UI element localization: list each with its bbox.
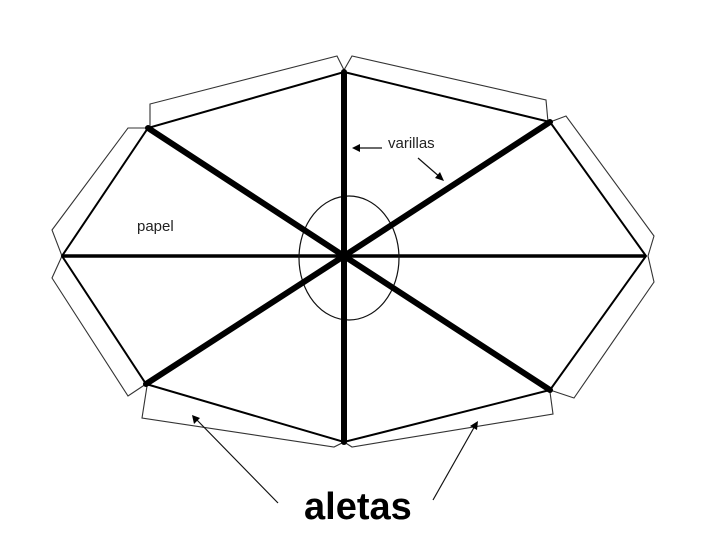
- flap-bottom-left: [141, 385, 345, 448]
- arrow-ribs-down: [417, 157, 444, 181]
- center-ellipse: [298, 195, 400, 321]
- flap-bottom-right: [343, 391, 554, 448]
- flap-left-lower: [51, 255, 147, 397]
- rib-upper-left: [145, 125, 347, 259]
- rib-lower-right: [341, 253, 553, 393]
- flap-left-upper: [51, 127, 146, 257]
- arrow-flaps-left: [192, 415, 279, 504]
- arrows-group: [192, 144, 478, 504]
- flap-top-right: [343, 55, 549, 123]
- rib-lower-left: [143, 253, 347, 387]
- label-flaps: aletas: [304, 486, 412, 528]
- flap-right-upper: [549, 115, 655, 257]
- flap-top-left: [149, 55, 345, 128]
- label-ribs: varillas: [388, 135, 435, 152]
- ribs-group: [143, 69, 553, 445]
- flap-right-lower: [549, 255, 655, 399]
- arrow-ribs-left: [352, 144, 382, 152]
- label-paper: papel: [137, 218, 174, 235]
- arrow-flaps-right: [432, 421, 478, 501]
- flaps-group: [51, 55, 655, 448]
- rib-upper-right: [341, 119, 553, 259]
